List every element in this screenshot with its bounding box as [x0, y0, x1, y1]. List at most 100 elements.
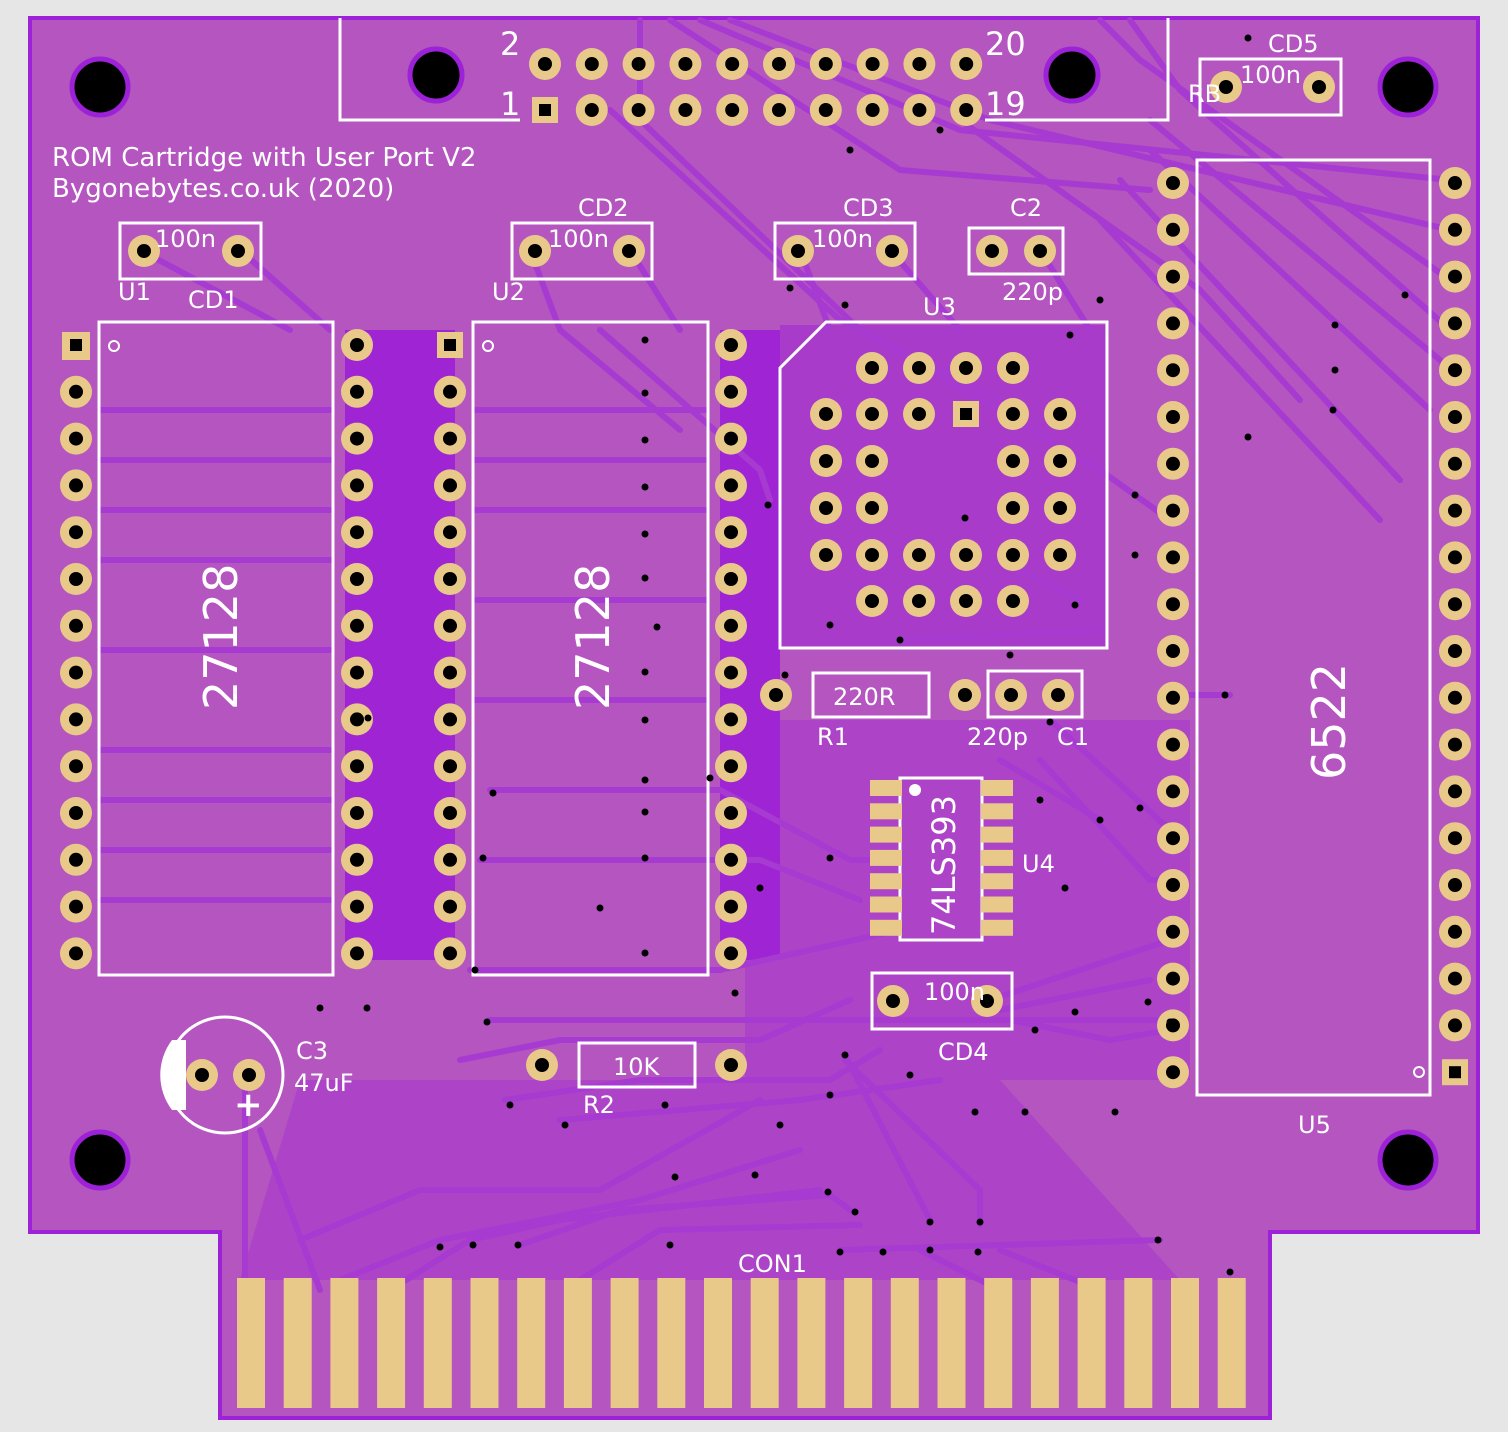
header-pad-drill [678, 57, 693, 71]
edge-finger [423, 1278, 452, 1408]
via [1021, 1108, 1029, 1116]
u2-pin1-dot [482, 340, 494, 352]
u3-pad-drill [865, 501, 879, 515]
u2-pad-drill [724, 899, 738, 914]
u2-pad-drill [444, 339, 456, 351]
u2-pad-drill [724, 946, 738, 961]
u4-pin1-dot [909, 784, 921, 796]
u1-pad-drill [69, 572, 83, 586]
silkscreen-outlines [97, 18, 1432, 1135]
u5-pad-drill [1448, 924, 1462, 939]
u4-smd-pad [870, 919, 902, 936]
edge-finger [1217, 1278, 1246, 1408]
header-pad-drill [725, 57, 740, 71]
u5-pad-drill [1166, 971, 1180, 986]
u4-smd-pad [981, 803, 1013, 820]
con1-ref: CON1 [738, 1250, 807, 1278]
via [824, 1188, 832, 1196]
via [1066, 331, 1074, 339]
mounting-hole [69, 1129, 131, 1191]
via [826, 621, 834, 629]
u2-pad-drill [724, 712, 738, 727]
r1-outline [811, 671, 931, 719]
u3-pad-drill [1006, 361, 1020, 375]
mounting-hole [1377, 56, 1439, 118]
edge-finger [517, 1278, 546, 1408]
header-pad-drill [959, 57, 974, 71]
u3-pad-drill [865, 548, 879, 562]
edge-finger [283, 1278, 312, 1408]
cd1-value: 100n [155, 225, 216, 253]
header-mount-hole [407, 46, 465, 104]
via [489, 789, 497, 797]
passive-pad-drill [886, 994, 900, 1008]
u5-pad-drill [1448, 410, 1462, 424]
u2-pad-drill [724, 384, 738, 399]
u4-smd-pad [870, 826, 902, 843]
u1-pad-drill [350, 759, 364, 774]
u4-smd-pad [981, 873, 1013, 890]
edge-finger [563, 1278, 592, 1408]
via [974, 1248, 982, 1256]
via [1244, 433, 1252, 441]
via [776, 1121, 784, 1129]
via [641, 530, 649, 538]
u5-pad-drill [1448, 644, 1462, 658]
via [781, 671, 789, 679]
passive-pad-drill [195, 1068, 209, 1082]
via [641, 776, 649, 784]
u5-pad-drill [1166, 737, 1180, 752]
cd3-outline [773, 221, 917, 281]
u1-pin1-dot [108, 340, 120, 352]
u3-pad-drill [1006, 501, 1020, 515]
u1-pad-drill [350, 572, 364, 586]
via [786, 284, 794, 292]
edge-finger [1030, 1278, 1059, 1408]
u1-pad-drill [69, 899, 83, 914]
via [1329, 406, 1337, 414]
via [653, 623, 661, 631]
header-pad-drill [631, 103, 646, 117]
rb-label: RB [1188, 80, 1221, 108]
header-mount-hole [1043, 46, 1101, 104]
via [906, 1071, 914, 1079]
header-pad-drill [584, 57, 599, 71]
u2-pad-drill [724, 572, 738, 586]
via [661, 1101, 669, 1109]
header-pad-drill [772, 103, 786, 117]
passive-pad-drill [1312, 80, 1326, 94]
passive-pad-drill [958, 688, 972, 702]
u1-pad-drill [350, 852, 364, 867]
u2-pad-drill [724, 431, 738, 446]
passive-pad-drill [231, 244, 245, 258]
passive-pad-drill [137, 244, 151, 258]
via [436, 1243, 444, 1251]
u1-pad-drill [69, 806, 83, 820]
r2-outline [577, 1041, 697, 1089]
passive-pad-drill [980, 994, 994, 1008]
header-pin1-label: 1 [500, 85, 520, 123]
passive-pad-drill [535, 1058, 549, 1072]
edge-finger [657, 1278, 686, 1408]
u3-outline [778, 320, 1109, 650]
u3-pad-drill [959, 594, 973, 608]
u5-pad-drill [1166, 222, 1180, 237]
header-pad-drill [678, 103, 693, 117]
u4-smd-pad [870, 849, 902, 866]
via [971, 1108, 979, 1116]
u5-pad-drill [1166, 690, 1180, 705]
u4-smd-pad [981, 849, 1013, 866]
title-line-1: ROM Cartridge with User Port V2 [52, 143, 476, 173]
u2-ref: U2 [492, 278, 525, 306]
u5-outline [1195, 158, 1432, 1097]
u2-pad-drill [443, 525, 457, 540]
u2-pad-drill [724, 806, 738, 820]
via [1136, 804, 1144, 812]
via [826, 854, 834, 862]
via [1331, 321, 1339, 329]
u4-smd-pad [870, 803, 902, 820]
edge-finger [610, 1278, 639, 1408]
u2-pad-drill [443, 665, 457, 680]
u1-pad-drill [69, 665, 83, 680]
u3-pad-drill [1006, 407, 1020, 421]
